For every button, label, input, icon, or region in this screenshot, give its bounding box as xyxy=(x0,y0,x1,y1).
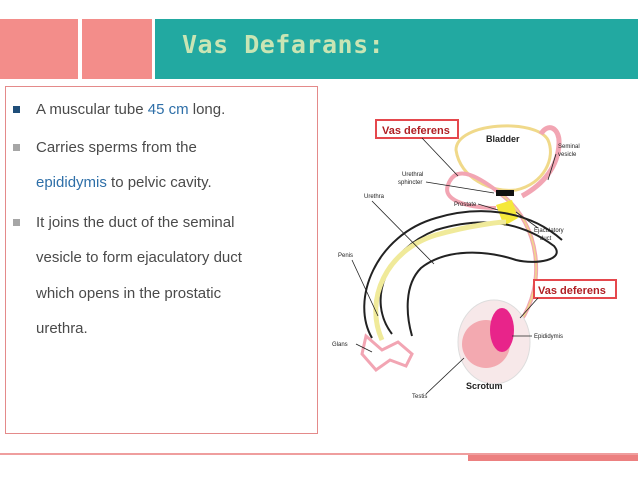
label-duct: duct xyxy=(540,236,552,242)
bullet-square-icon xyxy=(13,144,20,151)
bullet-1-text-end: long. xyxy=(188,101,226,118)
label-urethral: Urethral xyxy=(402,172,423,178)
label-vas-deferens-right: Vas deferens xyxy=(538,285,606,297)
label-urethra: Urethra xyxy=(364,194,385,200)
header-block-2 xyxy=(82,19,152,79)
penis-outline-inner xyxy=(363,210,563,339)
glans-shape xyxy=(360,333,414,373)
label-prostate: Prostate xyxy=(454,202,477,208)
label-penis: Penis xyxy=(338,253,353,259)
label-seminal: Seminal xyxy=(558,144,580,150)
bullet-3-line-2: vesicle to form ejaculatory duct xyxy=(36,249,242,266)
anatomy-diagram: Vas deferens Vas deferens Bladder Semina… xyxy=(332,119,617,400)
pointer-lines xyxy=(351,137,557,395)
label-bladder: Bladder xyxy=(486,134,520,144)
slide-title: Vas Defarans: xyxy=(182,30,385,59)
sphincter-shape xyxy=(496,190,514,196)
epididymis-shape xyxy=(490,308,514,352)
seminal-vesicle-shape xyxy=(520,125,562,199)
label-testis: Testis xyxy=(412,394,427,400)
label-glans: Glans xyxy=(332,342,348,348)
header-block-3 xyxy=(155,19,638,79)
bullet-2-text-end: to pelvic cavity. xyxy=(106,174,212,191)
bullet-3-line-3: which opens in the prostatic xyxy=(36,285,222,302)
header-band xyxy=(0,19,638,79)
bullet-square-icon xyxy=(13,219,20,226)
urethra-path xyxy=(373,219,507,342)
label-ejaculatory: Ejaculatory xyxy=(534,228,564,234)
label-sphincter: sphincter xyxy=(398,180,422,186)
bullet-2-highlight: epididymis xyxy=(36,174,107,191)
label-box-vas-right xyxy=(533,279,617,299)
content-box xyxy=(5,86,318,434)
header-block-1 xyxy=(0,19,78,79)
bullet-square-icon xyxy=(13,106,20,113)
label-box-vas-top xyxy=(375,119,459,139)
bullet-3-line-1: It joins the duct of the seminal xyxy=(36,214,235,231)
label-vas-deferens-top: Vas deferens xyxy=(382,125,450,137)
bullet-2-line-1: Carries sperms from the xyxy=(36,139,197,156)
bullet-1-highlight: 45 cm xyxy=(147,101,189,118)
bullet-3-line-4: urethra. xyxy=(36,320,88,337)
bottom-bar xyxy=(468,455,638,461)
label-vesicle: vesicle xyxy=(558,152,577,158)
bullet-1-text: A muscular tube xyxy=(36,101,148,118)
label-epididymis: Epididymis xyxy=(534,334,563,340)
bladder-shape xyxy=(454,124,552,192)
bottom-line xyxy=(0,453,638,455)
label-scrotum: Scrotum xyxy=(466,381,503,391)
